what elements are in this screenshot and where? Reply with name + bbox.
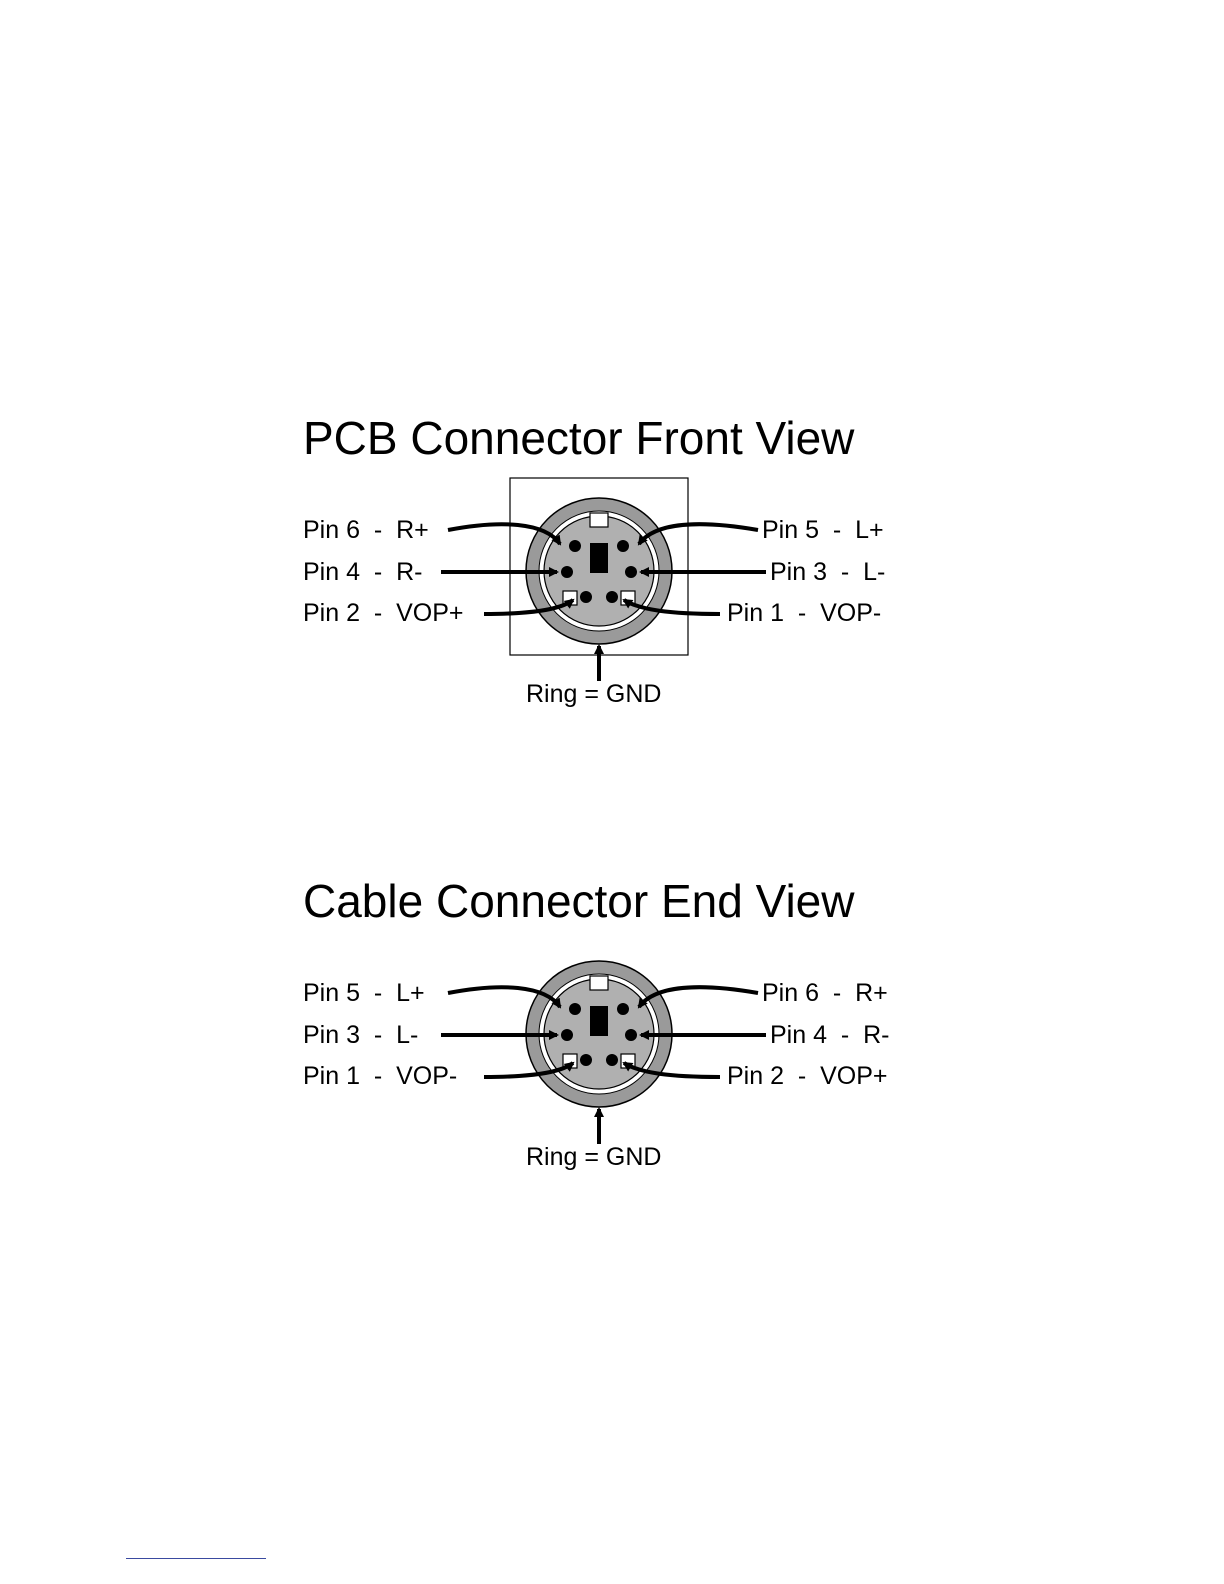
pin-lower-left (580, 591, 592, 603)
right-label-3: Pin 1 - VOP- (727, 599, 881, 627)
pin-upper-right (617, 1003, 629, 1015)
left-label-3: Pin 2 - VOP+ (303, 599, 464, 627)
right-label-3: Pin 2 - VOP+ (727, 1062, 888, 1090)
top-key-notch (590, 513, 608, 527)
left-label-1: Pin 5 - L+ (303, 979, 425, 1007)
pin-upper-left (569, 1003, 581, 1015)
center-key (590, 1006, 608, 1036)
center-key (590, 543, 608, 573)
footnote-rule (126, 1558, 266, 1559)
top-key-notch (590, 976, 608, 990)
left-label-2: Pin 3 - L- (303, 1021, 418, 1049)
pin-lower-right (606, 591, 618, 603)
pin-mid-right (625, 566, 637, 578)
right-label-1: Pin 6 - R+ (762, 979, 888, 1007)
pin-mid-left (561, 1029, 573, 1041)
right-label-2: Pin 3 - L- (770, 558, 885, 586)
right-label-2: Pin 4 - R- (770, 1021, 889, 1049)
ring-label: Ring = GND (526, 1143, 661, 1171)
right-label-1: Pin 5 - L+ (762, 516, 884, 544)
diagram-title: PCB Connector Front View (303, 412, 855, 464)
pin-upper-right (617, 540, 629, 552)
pin-upper-left (569, 540, 581, 552)
pin-mid-right (625, 1029, 637, 1041)
pin-mid-left (561, 566, 573, 578)
left-label-2: Pin 4 - R- (303, 558, 422, 586)
diagram-title: Cable Connector End View (303, 875, 855, 927)
pin-lower-right (606, 1054, 618, 1066)
pin-lower-left (580, 1054, 592, 1066)
pcb-connector-diagram: PCB Connector Front View Pin 6 - R+ Pin … (303, 412, 885, 708)
cable-connector-diagram: Cable Connector End View Pin 5 - L+ Pin … (303, 875, 889, 1171)
left-label-3: Pin 1 - VOP- (303, 1062, 457, 1090)
ring-label: Ring = GND (526, 680, 661, 708)
left-label-1: Pin 6 - R+ (303, 516, 429, 544)
